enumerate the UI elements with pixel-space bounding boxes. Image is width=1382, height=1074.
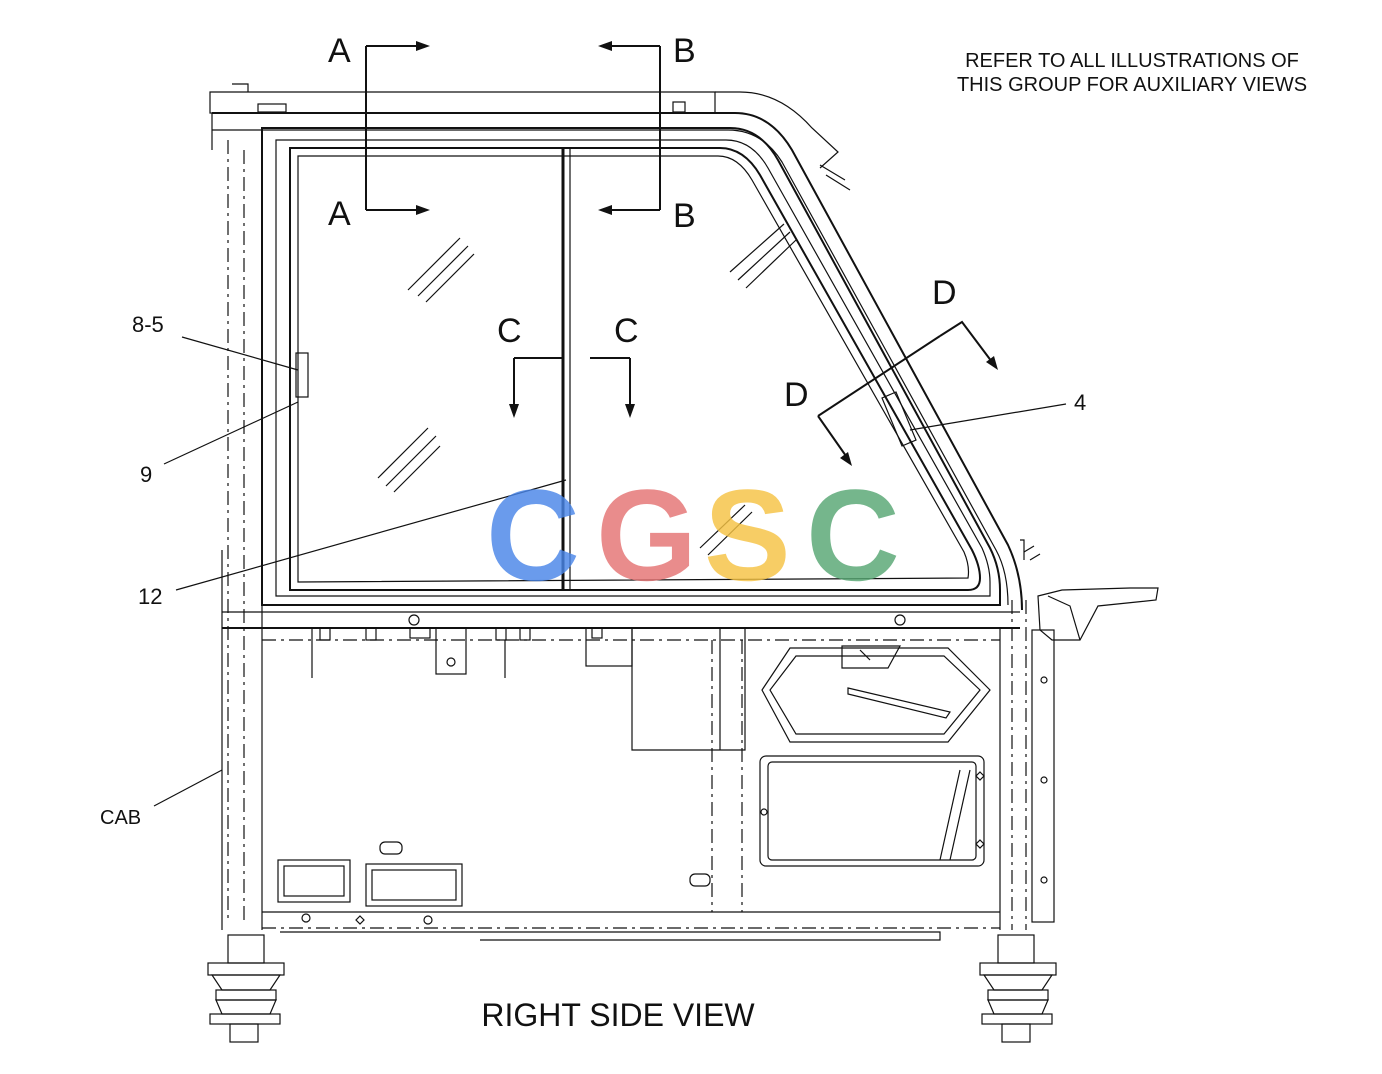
view-title: RIGHT SIDE VIEW [481, 997, 755, 1033]
callout-cab: CAB [100, 807, 141, 829]
section-label-c-right: C [614, 312, 639, 350]
part-4-bracket [881, 391, 917, 447]
section-label-d-bottom: D [784, 376, 809, 414]
note-line-1: REFER TO ALL ILLUSTRATIONS OF [965, 50, 1299, 72]
callout-4: 4 [1074, 390, 1086, 415]
watermark-letter-3: S [704, 462, 791, 608]
callout-12: 12 [138, 584, 162, 609]
watermark-letter-4: C [806, 462, 900, 608]
section-c-line [509, 357, 635, 418]
right-mount [979, 934, 1057, 1043]
section-d-line [817, 320, 998, 466]
callout-8-5: 8-5 [132, 312, 164, 337]
section-label-a-bottom: A [328, 195, 351, 233]
part-8-5-bracket [295, 352, 309, 398]
note-line-2: THIS GROUP FOR AUXILIARY VIEWS [957, 74, 1307, 96]
section-label-d-top: D [932, 274, 957, 312]
watermark-letter-1: C [486, 462, 580, 608]
section-label-b-bottom: B [673, 197, 696, 235]
section-label-b-top: B [673, 32, 696, 70]
left-mount [207, 934, 285, 1043]
cab-frame [207, 83, 1159, 1043]
leader-lines [153, 336, 1067, 807]
watermark-letter-2: G [596, 462, 697, 608]
section-label-a-top: A [328, 32, 351, 70]
callout-9: 9 [140, 462, 152, 487]
section-a-line [365, 41, 430, 215]
section-label-c-left: C [497, 312, 522, 350]
cgsc-watermark: C G S C [486, 462, 900, 608]
section-b-line [598, 41, 661, 215]
